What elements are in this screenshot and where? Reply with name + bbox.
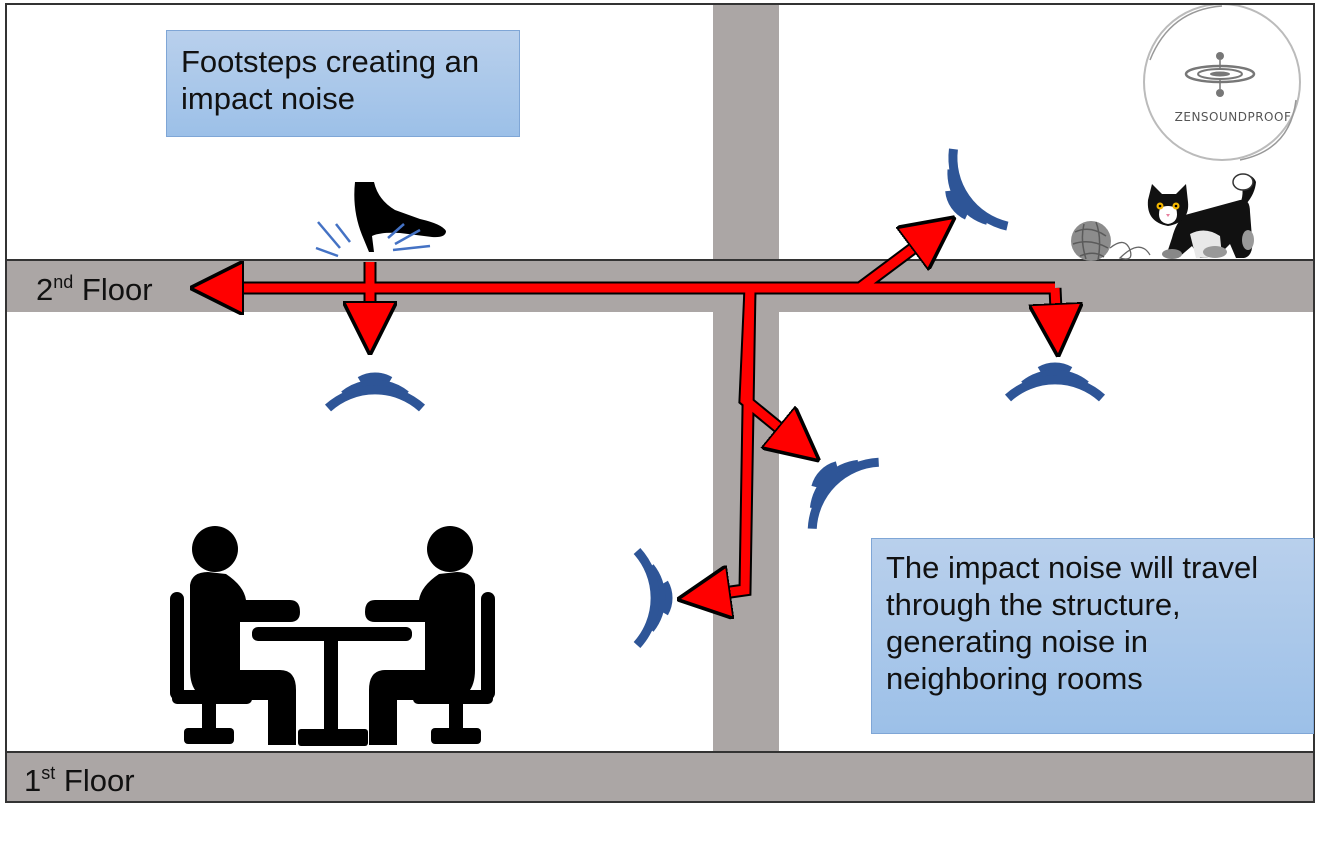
logo-text: ZENSOUNDPROOF [1174,110,1292,124]
logo-icon [1143,3,1301,161]
yarn-ball-icon [1071,221,1151,261]
first-floor-suffix: st [41,763,56,783]
impact-noise-callout-text: The impact noise will travel through the… [886,550,1259,696]
cat-icon [1147,173,1256,259]
people-at-table-icon [170,526,495,746]
high-heel-shoe-icon [315,182,446,258]
sound-wave-icon [633,547,673,649]
sound-wave-icon [1004,362,1106,402]
noise-paths [215,232,1057,596]
sound-wave-icon [324,372,426,412]
sound-wave-icon [807,457,880,530]
second-floor-word: Floor [81,272,153,307]
first-floor-word: Floor [63,763,135,798]
first-floor-label: 1st Floor [24,764,135,796]
second-floor-suffix: nd [53,272,74,292]
first-floor-slab [5,752,1315,803]
impact-noise-callout: The impact noise will travel through the… [871,538,1314,734]
sound-wave-icon [945,148,1009,231]
footsteps-callout-text: Footsteps creating an impact noise [181,44,480,116]
second-floor-label: 2nd Floor [36,273,153,305]
vertical-wall-upper [713,3,779,260]
footsteps-callout: Footsteps creating an impact noise [166,30,520,137]
cat-head [1147,184,1189,226]
second-floor-number: 2 [36,272,54,307]
first-floor-number: 1 [24,763,42,798]
